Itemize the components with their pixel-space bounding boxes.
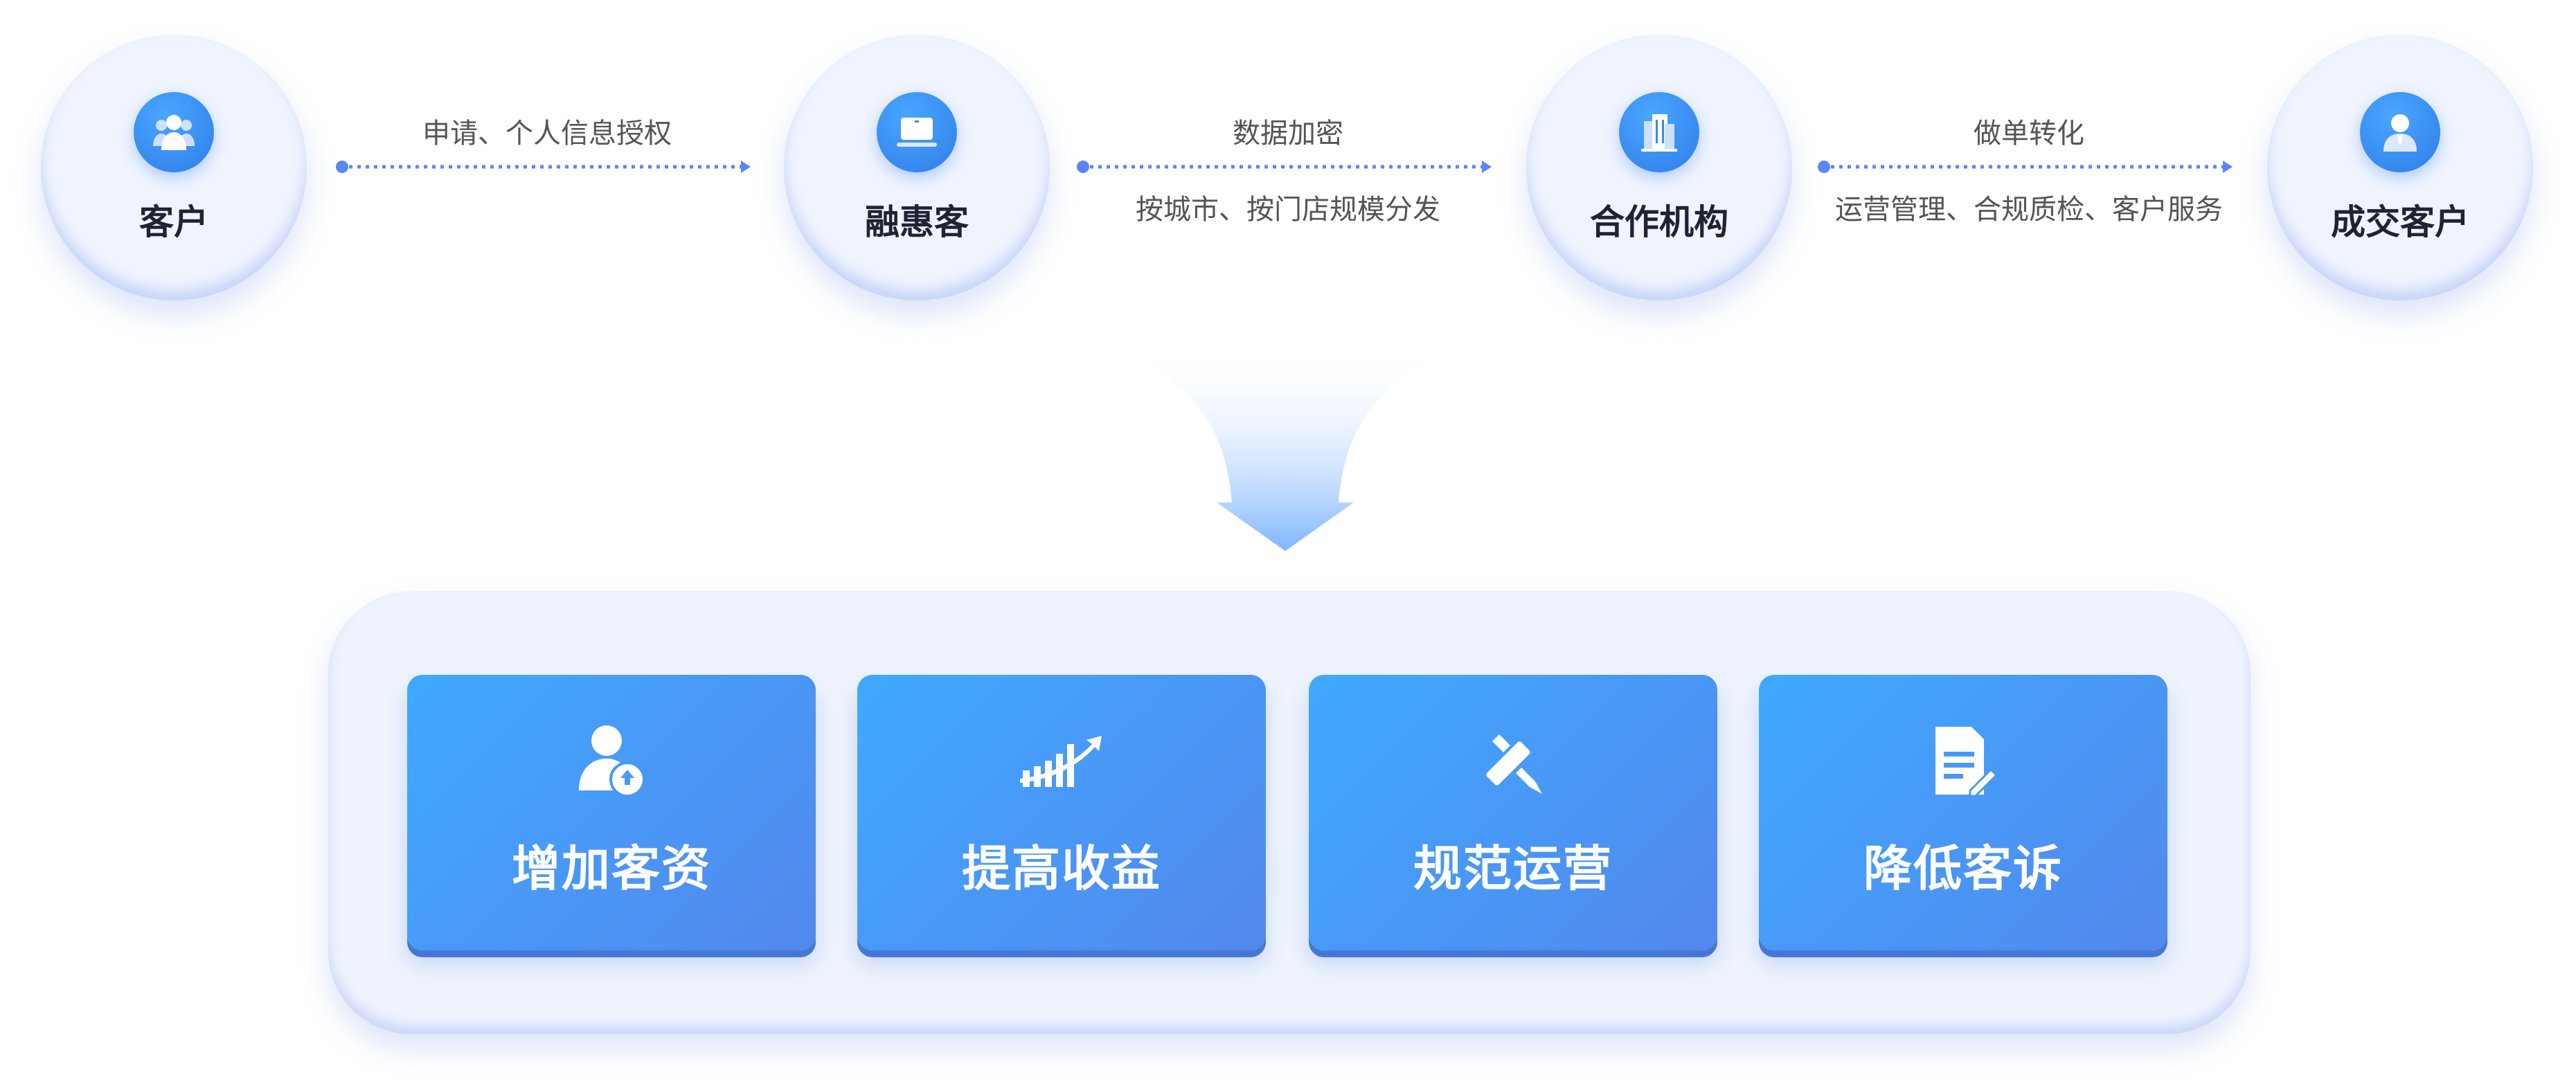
node-ronghuike: 融惠客 xyxy=(784,35,1050,300)
document-edit-icon xyxy=(1929,721,1998,804)
connector-sublabel: 按城市、按门店规模分发 xyxy=(1136,194,1440,226)
connector-sublabel: 运营管理、合规质检、客户服务 xyxy=(1835,194,2223,226)
node-deal-customer: 成交客户 xyxy=(2267,35,2533,300)
node-label: 客户 xyxy=(139,202,208,242)
node-label: 融惠客 xyxy=(865,202,969,242)
ruler-pencil-icon xyxy=(1478,721,1548,804)
benefit-label: 降低客诉 xyxy=(1863,840,2063,897)
funnel-arrow-icon xyxy=(1117,345,1454,551)
dotted-arrow-icon xyxy=(1077,161,1492,173)
connector-label: 申请、个人信息授权 xyxy=(422,118,672,150)
dotted-arrow-icon xyxy=(1818,161,2233,173)
benefit-label: 提高收益 xyxy=(962,840,1161,897)
node-label: 合作机构 xyxy=(1590,202,1728,242)
dotted-arrow-icon xyxy=(336,161,751,173)
node-customer: 客户 xyxy=(41,35,307,300)
connector-3: 做单转化 运营管理、合规质检、客户服务 xyxy=(1814,97,2244,235)
building-icon xyxy=(1619,92,1699,172)
benefit-card-standardize-operations: 规范运营 xyxy=(1309,675,1717,950)
laptop-icon xyxy=(877,92,957,172)
benefit-label: 增加客资 xyxy=(512,840,711,897)
connector-label: 做单转化 xyxy=(1974,118,2084,150)
node-label: 成交客户 xyxy=(2331,202,2469,242)
benefit-card-increase-revenue: 提高收益 xyxy=(857,675,1266,950)
users-icon xyxy=(134,92,214,172)
benefit-card-reduce-complaints: 降低客诉 xyxy=(1759,675,2167,950)
node-partner: 合作机构 xyxy=(1526,35,1792,300)
connector-2: 数据加密 按城市、按门店规模分发 xyxy=(1073,97,1503,235)
connector-label: 数据加密 xyxy=(1233,118,1343,150)
benefit-card-increase-leads: 增加客资 xyxy=(407,675,816,950)
growth-chart-icon xyxy=(1020,721,1103,804)
user-upload-icon xyxy=(573,721,650,804)
benefit-label: 规范运营 xyxy=(1413,840,1613,897)
connector-1: 申请、个人信息授权 xyxy=(332,97,762,235)
user-tie-icon xyxy=(2360,92,2440,172)
